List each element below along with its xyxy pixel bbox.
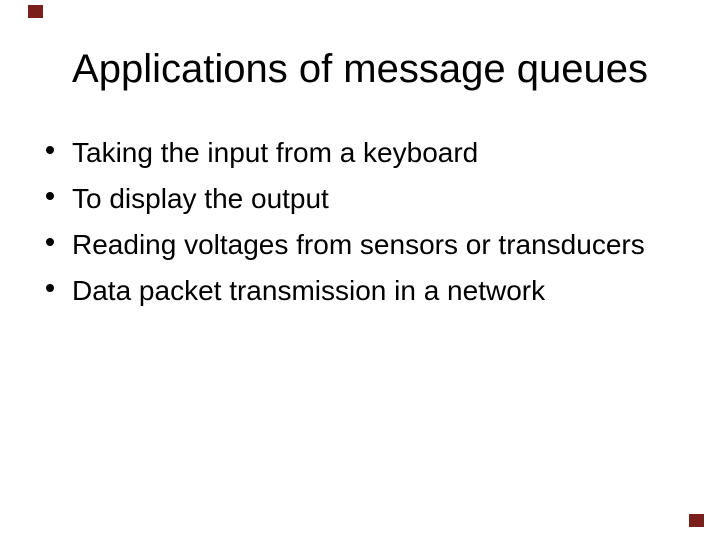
bullet-icon: [46, 192, 54, 200]
bullet-text: Taking the input from a keyboard: [72, 137, 479, 168]
corner-accent-top-left: [28, 5, 43, 18]
bullet-icon: [46, 146, 54, 154]
bullet-icon: [46, 284, 54, 292]
bullet-text: Reading voltages from sensors or transdu…: [72, 229, 645, 260]
bullet-item: Reading voltages from sensors or transdu…: [0, 222, 720, 268]
bullet-item: Data packet transmission in a network: [0, 268, 720, 314]
corner-accent-bottom-right: [689, 514, 704, 527]
bullet-icon: [46, 238, 54, 246]
bullet-text: To display the output: [72, 183, 329, 214]
bullet-item: Taking the input from a keyboard: [0, 130, 720, 176]
slide-title: Applications of message queues: [72, 47, 648, 91]
bullet-item: To display the output: [0, 176, 720, 222]
bullet-list: Taking the input from a keyboard To disp…: [0, 130, 720, 314]
bullet-text: Data packet transmission in a network: [72, 275, 546, 306]
